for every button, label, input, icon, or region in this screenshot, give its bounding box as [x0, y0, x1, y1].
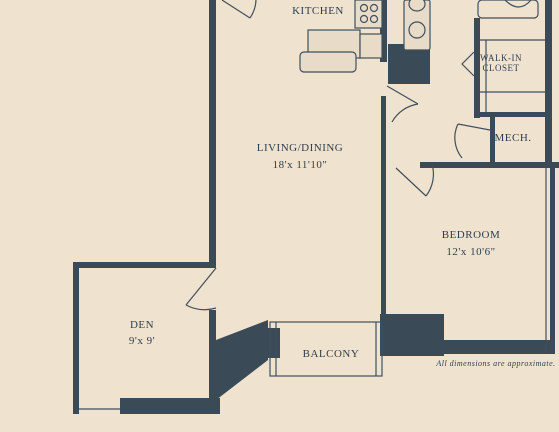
wall-diagonal-den [216, 320, 268, 400]
wall-den-bottom-thick [120, 398, 220, 414]
wall-living-right [381, 96, 386, 322]
living-dims: 18'x 11'10" [273, 159, 328, 171]
bedroom-door-swing [425, 163, 435, 197]
burner-3 [359, 14, 369, 24]
walls [73, 0, 559, 414]
mech-door-leaf [457, 123, 491, 131]
thin-lines [79, 0, 547, 410]
walkin-label-2: CLOSET [482, 63, 519, 73]
kitchen-fixtures [299, 0, 431, 73]
mech-label: MECH. [494, 132, 531, 144]
burner-4 [369, 14, 379, 24]
bath-sink [504, 0, 532, 8]
dimensions-note: All dimensions are approximate. [435, 359, 555, 368]
balcony-label: BALCONY [303, 348, 360, 360]
wall-living-left [209, 0, 216, 268]
wall-bedroom-bottom [440, 340, 554, 354]
sink-basin-1 [408, 0, 426, 12]
wall-right-upper [545, 0, 552, 166]
hall-door-leaf [386, 85, 419, 105]
kitchen-door-swing [249, 0, 257, 19]
breakfast-bar [299, 51, 357, 73]
bedroom-label: BEDROOM [442, 229, 501, 241]
den-label: DEN [130, 319, 154, 331]
closet-door-leaf [461, 51, 475, 77]
wall-den-top [73, 262, 216, 268]
doors [185, 0, 491, 311]
burner-2 [369, 3, 379, 13]
wall-pillar-kitchen [388, 44, 430, 84]
den-door-swing [185, 304, 217, 311]
den-dims: 9'x 9' [129, 335, 155, 347]
mech-door-swing [454, 123, 463, 159]
wall-bedroom-block [380, 314, 444, 356]
wall-bedroom-top [420, 162, 559, 168]
wall-den-right [209, 310, 216, 358]
den-door-leaf [185, 267, 217, 306]
wall-closet-bottom [474, 112, 550, 117]
wall-kitchen-right [380, 0, 387, 62]
bedroom-dims: 12'x 10'6" [446, 246, 495, 258]
walkin-label-1: WALK-IN [480, 53, 522, 63]
kitchen-cabinet [359, 33, 383, 59]
stove [354, 0, 383, 29]
bath-counter [477, 0, 539, 19]
kitchen-label: KITCHEN [292, 5, 344, 17]
wall-closet-left [474, 18, 480, 118]
wall-right-lower [550, 168, 555, 354]
burner-1 [359, 3, 369, 13]
living-label: LIVING/DINING [257, 142, 344, 154]
sink-basin-2 [408, 21, 426, 39]
wall-mech-left [490, 116, 495, 164]
balcony-outline [269, 321, 383, 377]
bedroom-door-leaf [395, 167, 427, 197]
kitchen-door-leaf [221, 0, 251, 19]
hall-door-swing [391, 103, 419, 123]
wall-den-left [73, 262, 79, 414]
